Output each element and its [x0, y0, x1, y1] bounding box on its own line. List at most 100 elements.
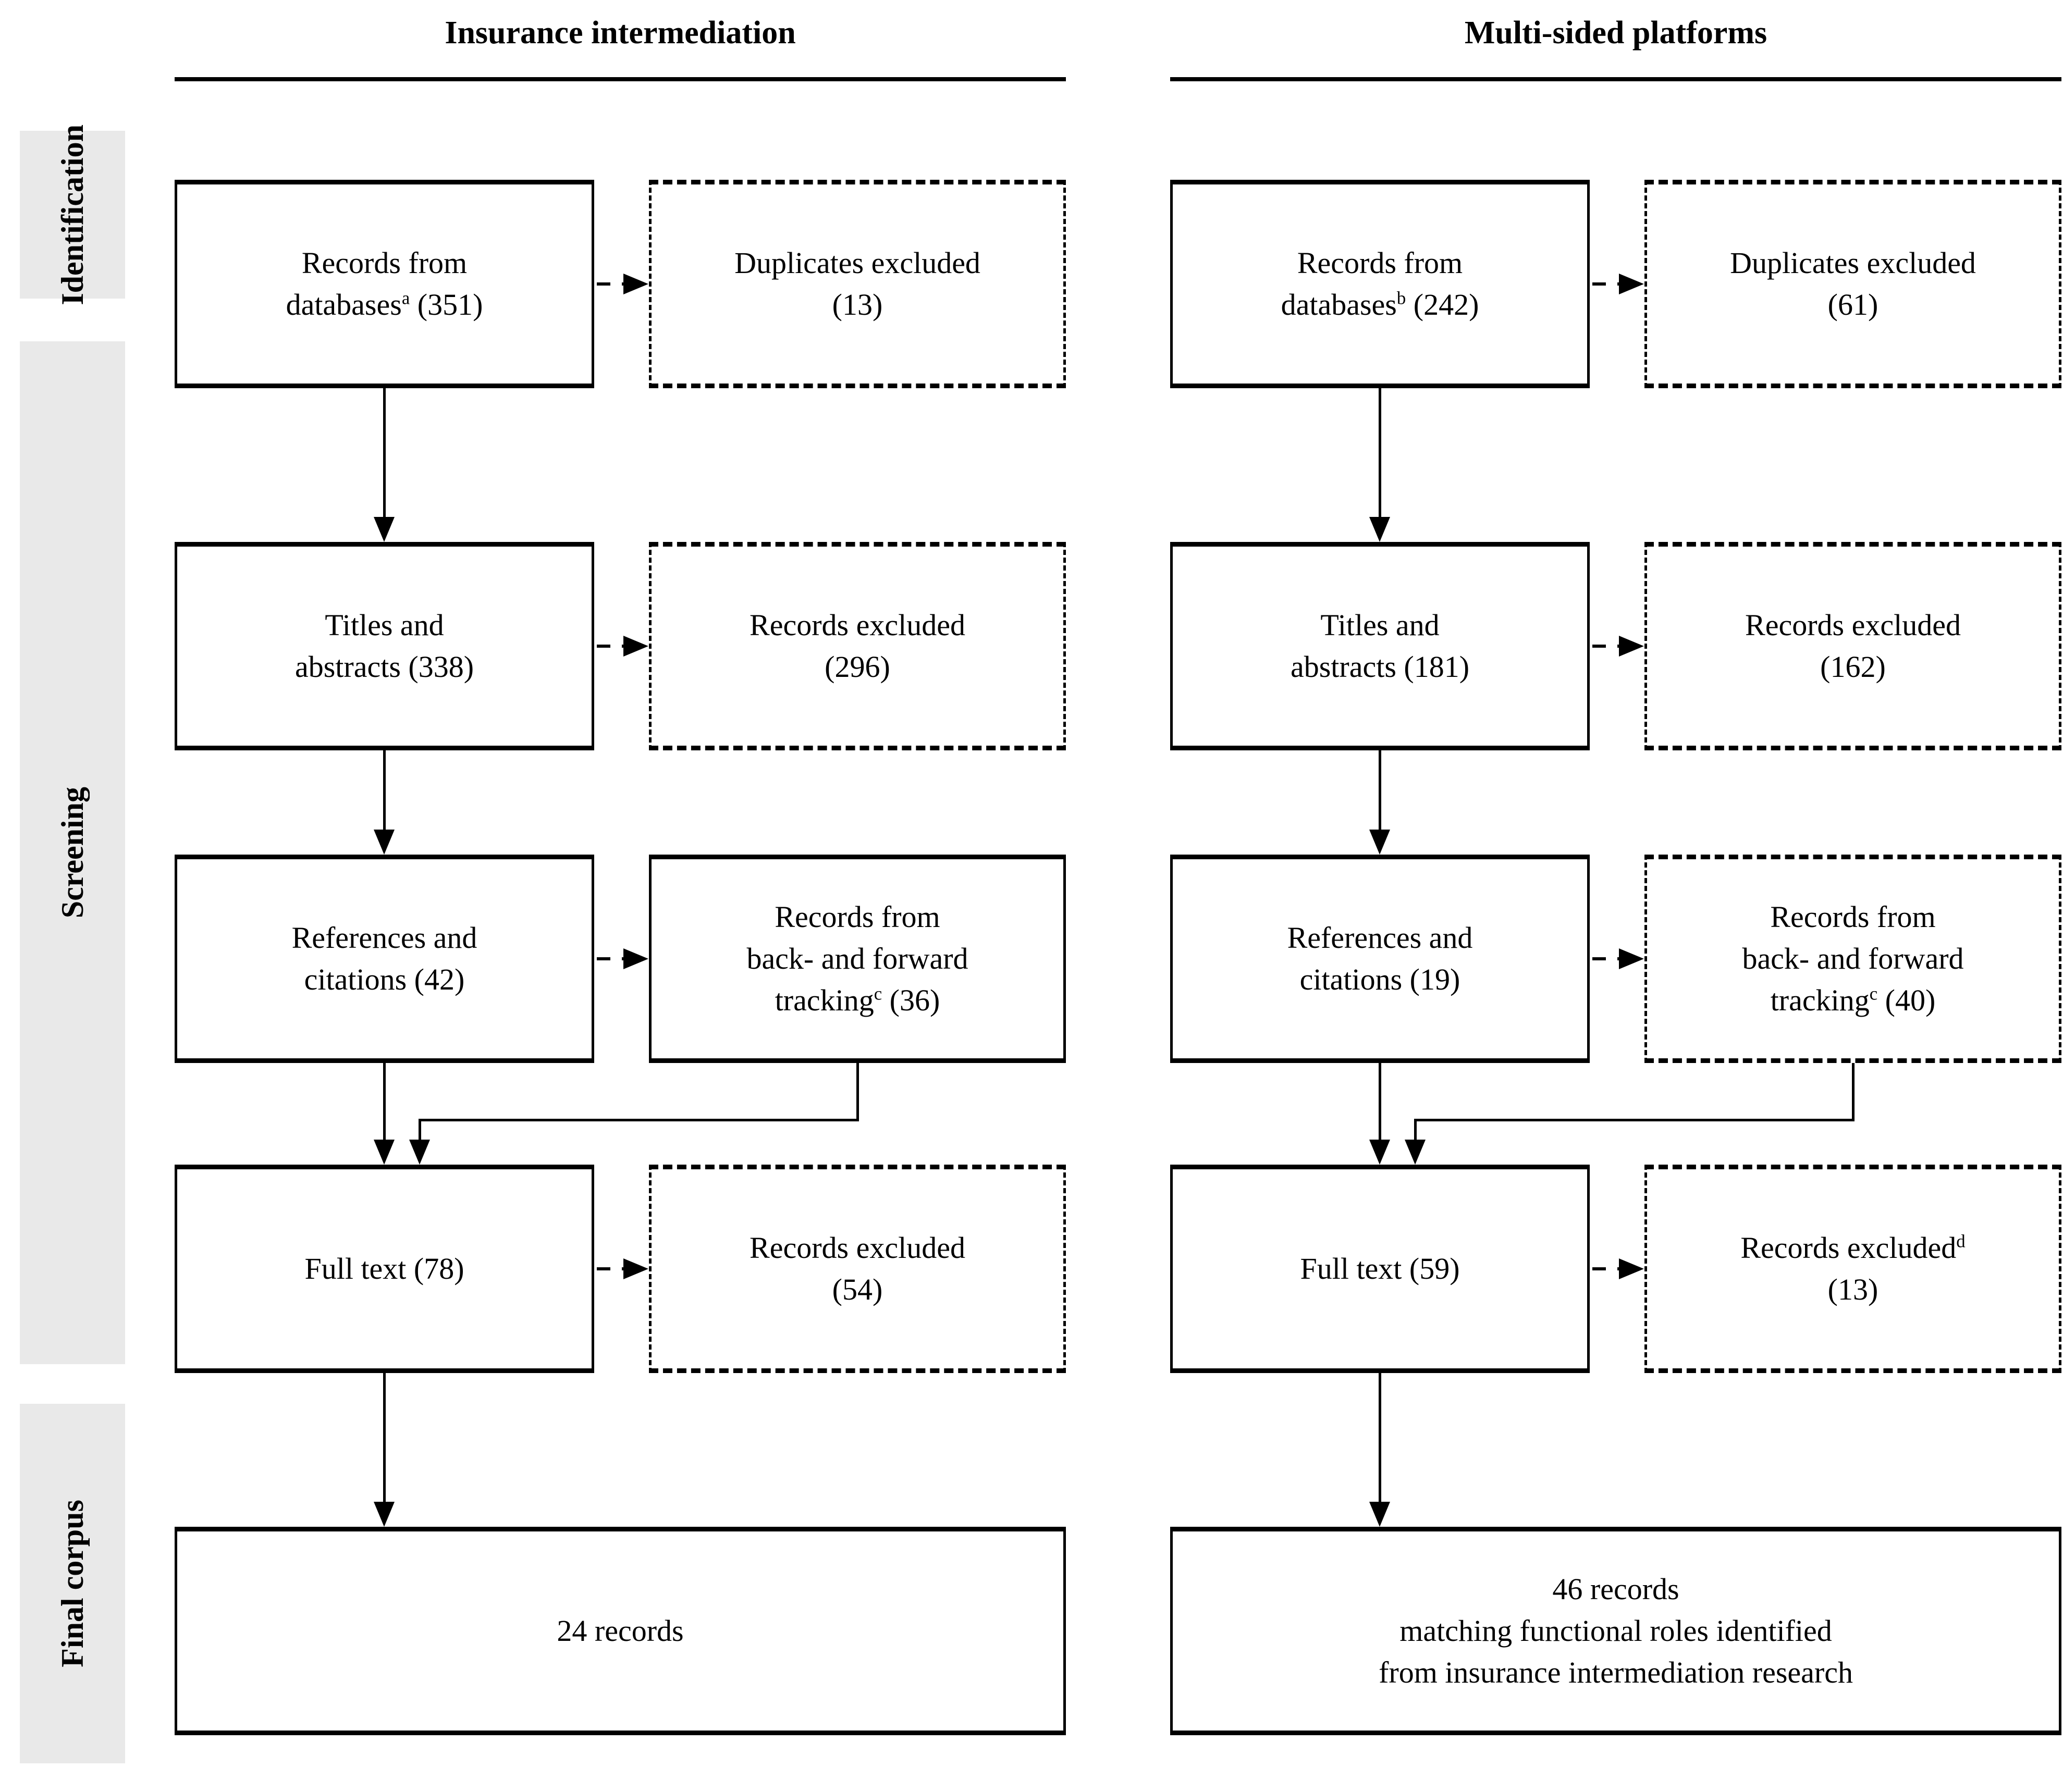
- footnote-marker-c: c: [874, 983, 882, 1004]
- box-text-line: 46 records: [1552, 1572, 1679, 1606]
- arrowhead-down-icon: [1369, 830, 1390, 855]
- box-text: Records from databasesa (351): [286, 242, 483, 326]
- stage-band-final-corpus: Final corpus: [20, 1404, 125, 1763]
- box-text: Records excluded (54): [750, 1227, 965, 1311]
- box-titles-abstracts-insurance: Titles and abstracts (338): [175, 542, 594, 750]
- elbow-line-tracking-down-platforms: [1852, 1063, 1855, 1121]
- elbow-line-tracking-horizontal-platforms: [1414, 1119, 1855, 1121]
- arrowhead-down-icon: [374, 1502, 395, 1527]
- box-tracking-insurance: Records from back- and forward trackingc…: [649, 855, 1066, 1063]
- column-rule-insurance: [175, 77, 1066, 81]
- box-text: 24 records: [557, 1610, 683, 1652]
- box-text-line: Records from: [775, 900, 940, 934]
- box-references-citations-platforms: References and citations (19): [1170, 855, 1590, 1063]
- box-text-word: Records excluded: [1740, 1231, 1957, 1265]
- stage-label-screening: Screening: [55, 787, 90, 919]
- box-text-line: from insurance intermediation research: [1379, 1655, 1853, 1689]
- arrowhead-down-icon: [374, 1140, 395, 1165]
- box-text-line: citations (42): [304, 962, 465, 996]
- box-full-text-insurance: Full text (78): [175, 1165, 594, 1373]
- arrow-line-fulltext-to-final-insurance: [383, 1373, 386, 1503]
- box-tracking-platforms: Records from back- and forward trackingc…: [1644, 855, 2061, 1063]
- box-text-line: Duplicates excluded: [734, 246, 980, 280]
- arrow-line-titles-to-references-platforms: [1379, 750, 1381, 831]
- box-text: Full text (78): [304, 1248, 464, 1290]
- arrowhead-right-icon: [1619, 948, 1644, 969]
- box-text-line: databasesb (242): [1281, 284, 1479, 326]
- arrowhead-right-icon: [623, 1258, 648, 1279]
- box-text-count: (13): [832, 288, 883, 322]
- arrow-line-references-to-fulltext-insurance: [383, 1063, 386, 1141]
- box-full-text-platforms: Full text (59): [1170, 1165, 1590, 1373]
- box-text: References and citations (19): [1287, 917, 1473, 1000]
- box-text-line: Full text (59): [1300, 1252, 1460, 1286]
- box-text: Duplicates excluded (61): [1730, 242, 1976, 326]
- box-text-count: (54): [832, 1272, 883, 1306]
- dashed-arrow-tracking-insurance: [597, 957, 625, 960]
- stage-label-final-corpus: Final corpus: [55, 1500, 90, 1667]
- box-records-excluded-fulltext-insurance: Records excluded (54): [649, 1165, 1066, 1373]
- box-duplicates-excluded-insurance: Duplicates excluded (13): [649, 180, 1066, 388]
- arrowhead-right-icon: [623, 948, 648, 969]
- box-text-line: Titles and: [1320, 608, 1440, 642]
- arrowhead-down-icon: [409, 1140, 430, 1165]
- dashed-arrow-duplicates-platforms: [1592, 282, 1621, 286]
- box-text: Full text (59): [1300, 1248, 1459, 1290]
- box-records-from-databases-insurance: Records from databasesa (351): [175, 180, 594, 388]
- box-text-count: (40): [1877, 983, 1936, 1017]
- box-text-line: Records excluded: [750, 1231, 965, 1265]
- box-text-line: databasesa (351): [286, 284, 483, 326]
- dashed-arrow-duplicates-insurance: [597, 282, 625, 286]
- arrow-line-fulltext-to-final-platforms: [1379, 1373, 1381, 1503]
- arrowhead-down-icon: [1369, 1140, 1390, 1165]
- box-text: Records from back- and forward trackingc…: [1742, 896, 1963, 1021]
- arrowhead-down-icon: [374, 517, 395, 542]
- dashed-arrow-records-excluded-screening-platforms: [1592, 645, 1621, 648]
- box-references-citations-insurance: References and citations (42): [175, 855, 594, 1063]
- box-records-excluded-screening-platforms: Records excluded (162): [1644, 542, 2061, 750]
- box-text-line: citations (19): [1299, 962, 1460, 996]
- arrow-line-titles-to-references-insurance: [383, 750, 386, 831]
- box-text-count: (61): [1827, 288, 1878, 322]
- box-text-count: (296): [825, 650, 890, 684]
- box-text: Records from databasesb (242): [1281, 242, 1479, 326]
- box-text-line: back- and forward: [746, 942, 968, 975]
- box-records-from-databases-platforms: Records from databasesb (242): [1170, 180, 1590, 388]
- arrowhead-right-icon: [1619, 1258, 1644, 1279]
- box-text-line: Records from: [1770, 900, 1936, 934]
- dashed-arrow-records-excluded-fulltext-insurance: [597, 1267, 625, 1270]
- box-text-count: (242): [1406, 288, 1479, 322]
- box-text-line: trackingc (36): [746, 980, 968, 1021]
- box-text-word: tracking: [1770, 983, 1870, 1017]
- box-text-line: Duplicates excluded: [1730, 246, 1976, 280]
- arrowhead-right-icon: [1619, 636, 1644, 657]
- stage-band-screening: Screening: [20, 341, 125, 1364]
- elbow-line-tracking-horizontal-insurance: [419, 1119, 859, 1121]
- box-text-line: 24 records: [557, 1614, 684, 1648]
- elbow-line-tracking-to-fulltext-insurance: [419, 1119, 421, 1142]
- box-text-line: References and: [1287, 921, 1473, 955]
- box-text-count: (162): [1820, 650, 1886, 684]
- box-text-line: trackingc (40): [1742, 980, 1963, 1021]
- footnote-marker-d: d: [1956, 1231, 1966, 1252]
- arrowhead-right-icon: [1619, 274, 1644, 294]
- box-text-line: References and: [291, 921, 477, 955]
- arrow-line-identification-to-screening-platforms: [1379, 388, 1381, 518]
- elbow-line-tracking-down-insurance: [856, 1063, 859, 1121]
- column-title-insurance: Insurance intermediation: [445, 15, 796, 51]
- box-text: Records excludedd (13): [1740, 1227, 1965, 1311]
- box-text: Records from back- and forward trackingc…: [746, 896, 968, 1021]
- column-title-platforms: Multi-sided platforms: [1464, 15, 1767, 51]
- arrowhead-down-icon: [1369, 1502, 1390, 1527]
- arrowhead-right-icon: [623, 636, 648, 657]
- footnote-marker-a: a: [401, 288, 410, 308]
- arrowhead-down-icon: [1369, 517, 1390, 542]
- box-text-line: matching functional roles identified: [1399, 1614, 1832, 1648]
- box-text-word: databases: [1281, 288, 1397, 322]
- stage-label-identification: Identification: [55, 124, 90, 305]
- stage-band-identification: Identification: [20, 125, 125, 305]
- box-text-line: Records from: [301, 246, 468, 280]
- box-final-corpus-insurance: 24 records: [175, 1527, 1066, 1735]
- box-text: Titles and abstracts (181): [1291, 604, 1469, 688]
- box-text: Records excluded (162): [1745, 604, 1961, 688]
